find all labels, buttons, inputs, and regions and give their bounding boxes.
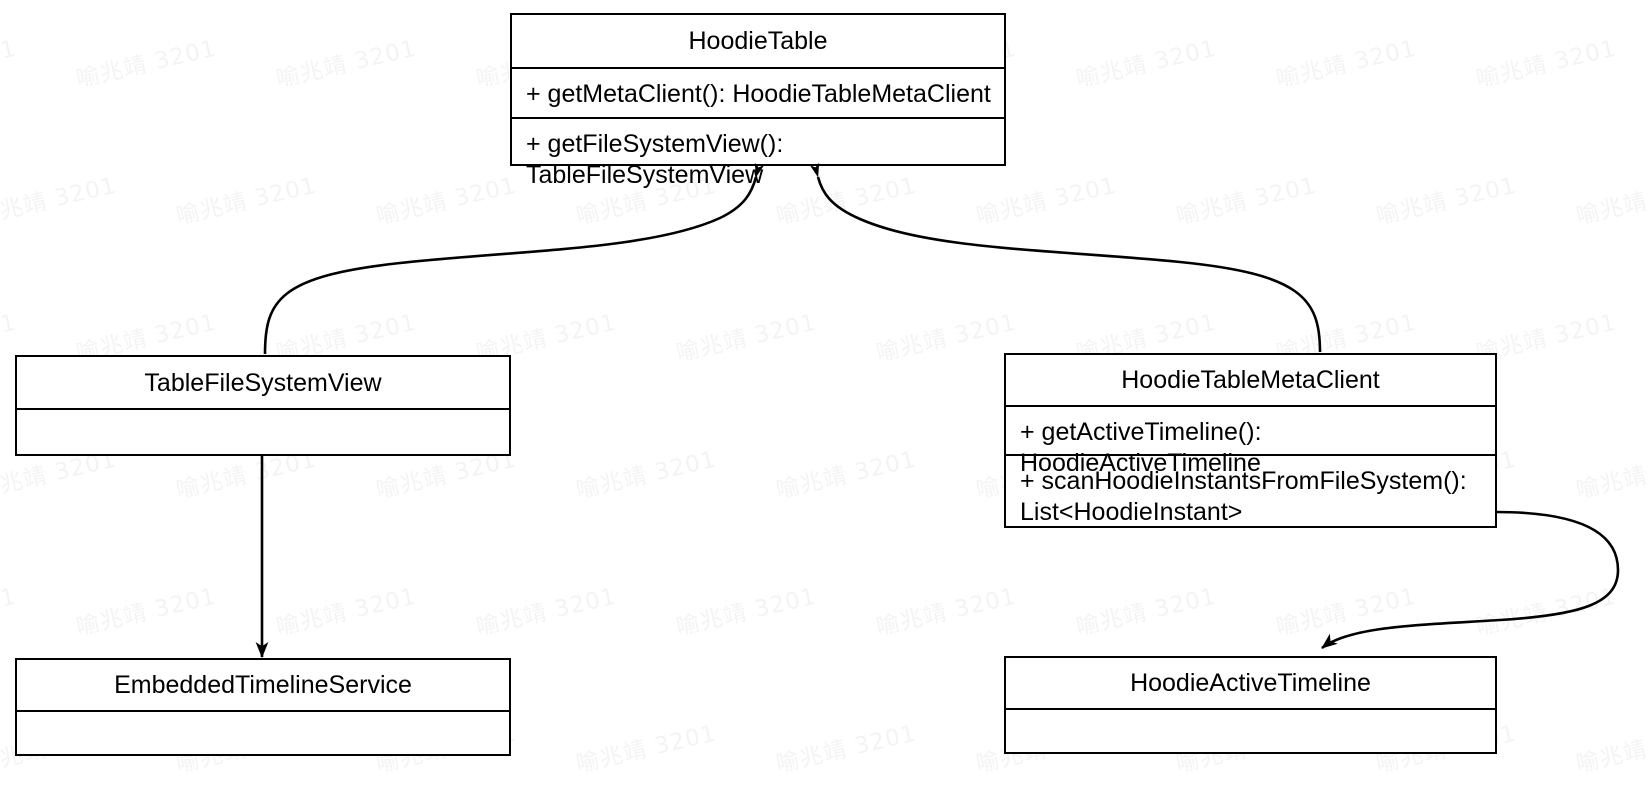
class-box-hoodie-table-meta-client[interactable]: HoodieTableMetaClient + getActiveTimelin… [1004,353,1497,528]
class-members-hoodie-table: + getMetaClient(): HoodieTableMetaClient… [512,69,1004,189]
class-box-hoodie-table[interactable]: HoodieTable + getMetaClient(): HoodieTab… [510,13,1006,189]
class-divider [512,67,1004,69]
class-divider [1006,708,1495,710]
class-members-embedded-timeline-service [17,712,509,756]
class-member: + getMetaClient(): HoodieTableMetaClient [526,80,991,108]
class-divider [17,710,509,712]
class-member [17,410,509,454]
class-member [17,712,509,756]
class-members-hoodie-table-meta-client: + getActiveTimeline(): HoodieActiveTimel… [1006,407,1495,527]
class-box-hoodie-active-timeline[interactable]: HoodieActiveTimeline [1004,656,1497,754]
class-title-hoodie-table-meta-client: HoodieTableMetaClient [1121,366,1380,394]
class-member: + getFileSystemView(): TableFileSystemVi… [512,117,1004,189]
class-title-embedded-timeline-service: EmbeddedTimelineService [114,671,412,699]
class-members-hoodie-active-timeline [1006,710,1495,754]
class-divider [17,408,509,410]
class-member: + getActiveTimeline(): HoodieActiveTimel… [1020,418,1269,477]
class-member: + scanHoodieInstantsFromFileSystem(): Li… [1006,454,1495,527]
class-title-hoodie-active-timeline: HoodieActiveTimeline [1130,669,1371,697]
class-box-embedded-timeline-service[interactable]: EmbeddedTimelineService [15,658,511,756]
class-title-hoodie-table: HoodieTable [688,27,828,55]
class-box-table-file-system-view[interactable]: TableFileSystemView [15,355,511,456]
class-divider [1006,405,1495,407]
class-title-table-file-system-view: TableFileSystemView [144,368,382,397]
class-member [1006,710,1495,754]
class-members-table-file-system-view [17,410,509,454]
